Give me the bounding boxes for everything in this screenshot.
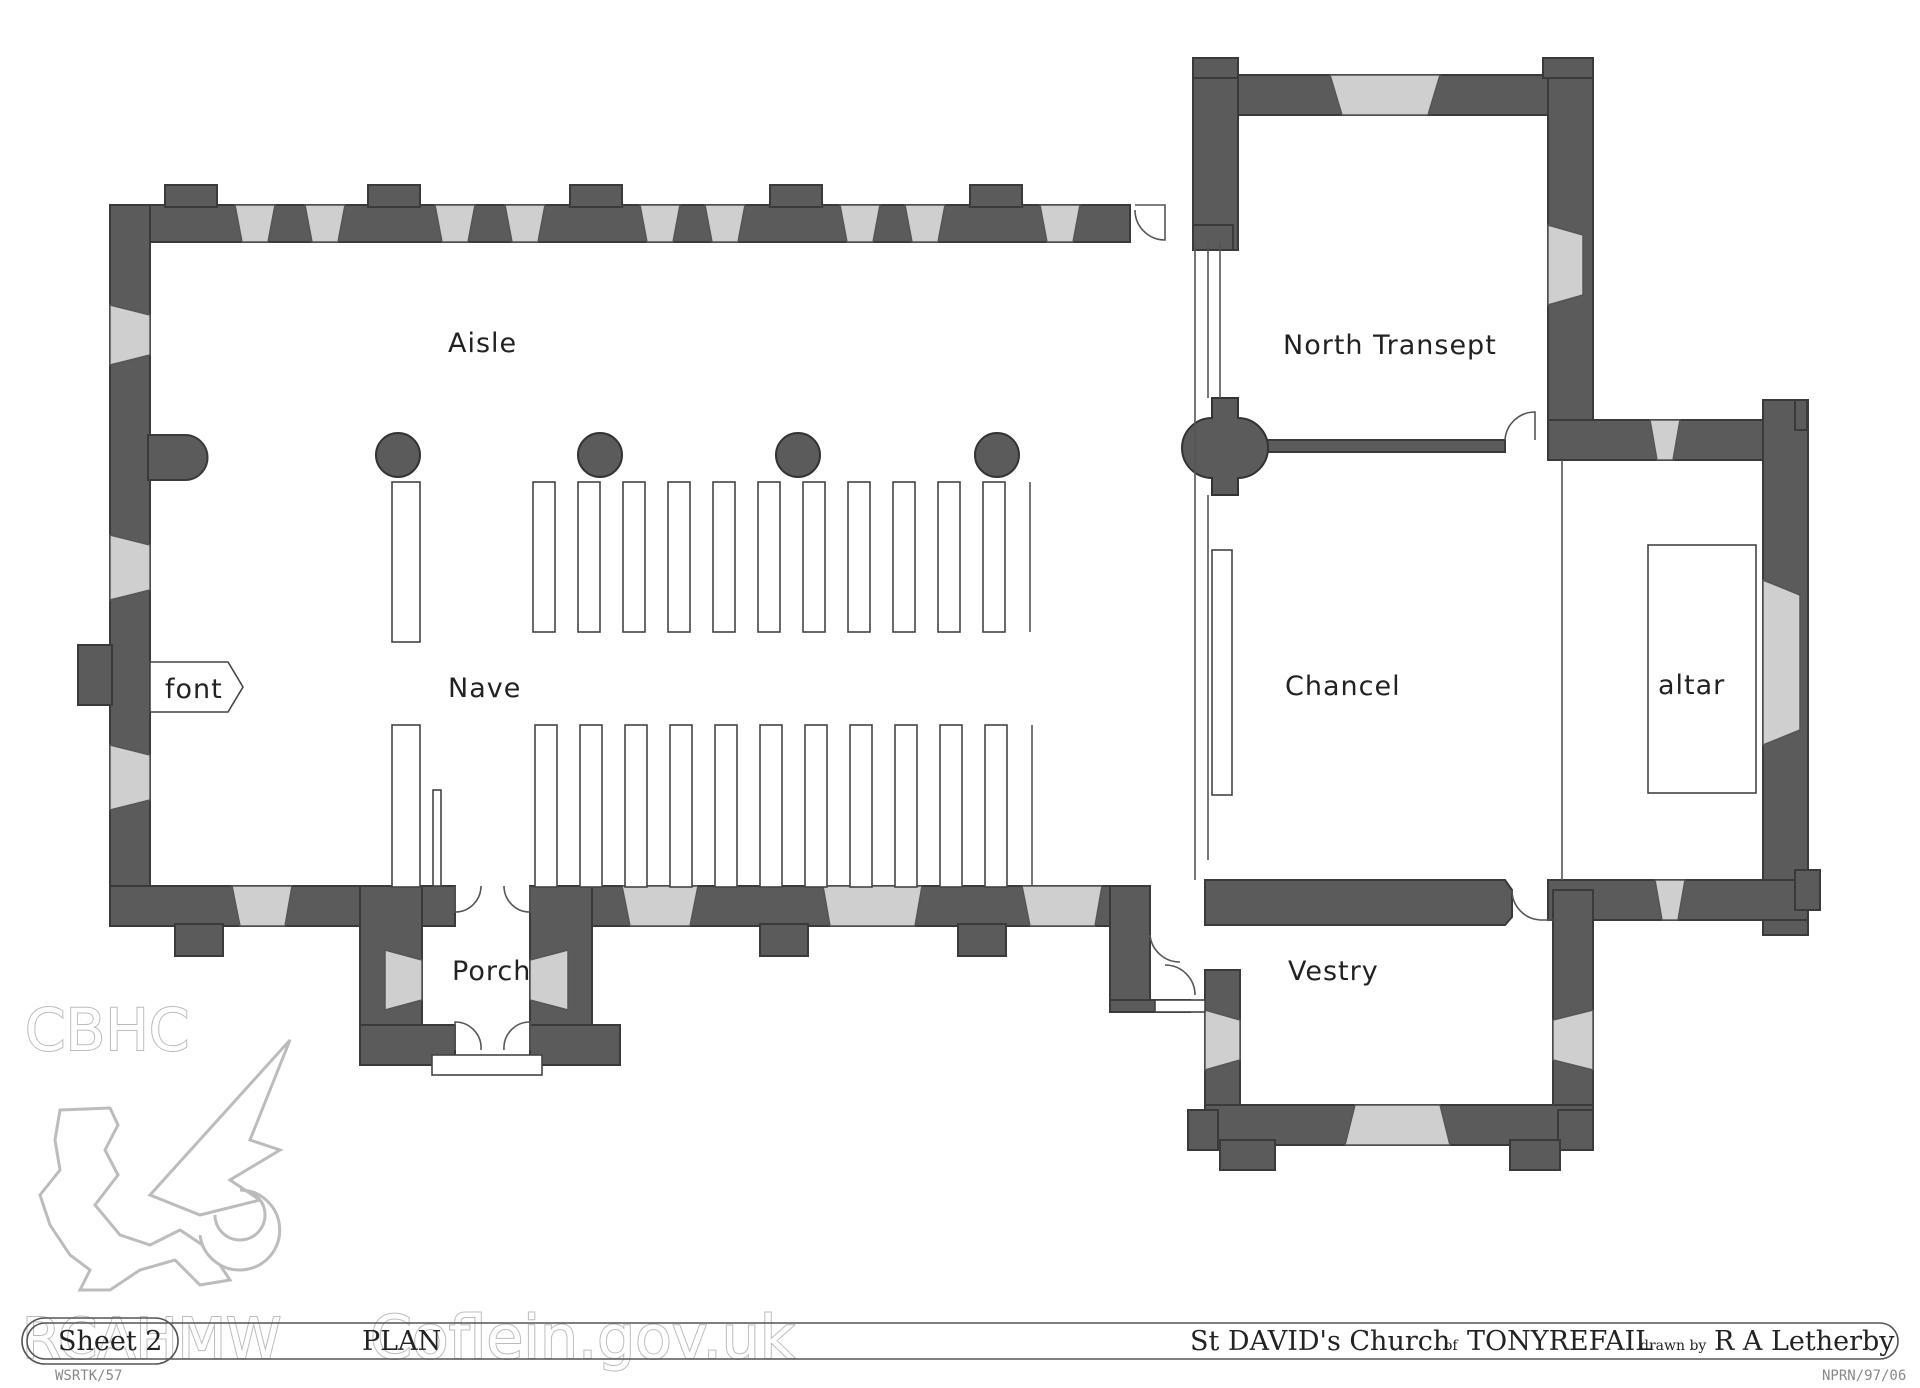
label-chancel: Chancel	[1285, 671, 1401, 702]
church-of: of	[1444, 1338, 1459, 1354]
altar-table	[1647, 544, 1757, 794]
label-nave: Nave	[448, 673, 521, 704]
drawn-by-label: drawn by	[1640, 1338, 1706, 1354]
sheet-number: Sheet 2	[58, 1326, 162, 1357]
font-basin	[149, 661, 244, 713]
windows	[109, 74, 1801, 1146]
label-font: font	[165, 674, 223, 705]
label-north-transept: North Transept	[1283, 330, 1497, 361]
arcade-columns	[375, 432, 1020, 478]
ref-left: WSRTK/57	[55, 1368, 122, 1384]
drawn-by-name: R A Letherby	[1714, 1326, 1895, 1357]
label-porch: Porch	[452, 956, 531, 987]
label-aisle: Aisle	[448, 328, 517, 359]
interior-lines	[149, 242, 1757, 1076]
doors	[454, 204, 1553, 1051]
pews	[391, 481, 1033, 888]
label-vestry: Vestry	[1288, 956, 1379, 987]
church-name: St DAVID's Church	[1190, 1326, 1450, 1357]
welsh-dragon-icon	[38, 1038, 292, 1292]
ref-right: NPRN/97/06	[1822, 1368, 1906, 1384]
church-place: TONYREFAIL	[1467, 1326, 1653, 1357]
label-altar: altar	[1658, 670, 1725, 701]
title-block: Sheet 2 PLAN St DAVID's Church of TONYRE…	[21, 1317, 1906, 1384]
plan-title: PLAN	[362, 1326, 441, 1357]
watermark-coflein: Coflein.gov.uk	[370, 1303, 795, 1373]
watermark-cbhc: CBHC	[25, 996, 189, 1064]
